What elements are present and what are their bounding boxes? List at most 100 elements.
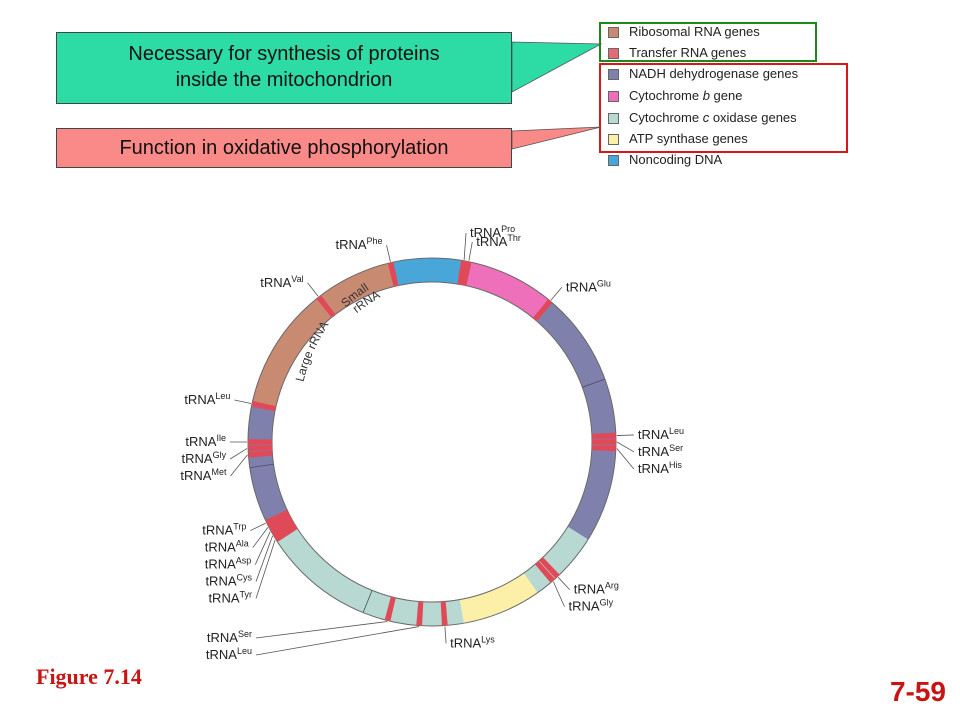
trna-base: tRNA [205,540,236,555]
trna-superscript: His [669,460,682,470]
trna-base: tRNA [260,275,291,290]
trna-label-leu: tRNALeu [206,646,252,662]
trna-leader-line [550,287,563,301]
trna-band [461,261,472,286]
trna-leader-line [553,581,565,607]
trna-band [457,260,467,285]
trna-base: tRNA [638,427,669,442]
page-number: 7-59 [889,676,946,707]
trna-base: tRNA [202,523,233,538]
trna-band [440,601,448,626]
trna-base: tRNA [184,392,215,407]
trna-label-ser: tRNASer [638,443,683,459]
trna-base: tRNA [574,582,605,597]
legend-highlight-red [599,63,848,153]
trna-superscript: Cys [237,573,253,583]
trna-base: tRNA [470,225,501,240]
trna-label-phe: tRNAPhe [335,236,382,252]
trna-superscript: Ala [236,539,249,549]
trna-base: tRNA [566,279,597,294]
trna-leader-line [255,626,420,656]
trna-leader-line [229,448,248,460]
trna-leader-line [386,245,391,262]
trna-label-asp: tRNAAsp [205,556,252,572]
legend-swatch [608,69,619,80]
trna-superscript: Ser [669,443,683,453]
segment-rrna [252,262,397,409]
trna-base: tRNA [450,636,481,651]
trna-base: tRNA [638,461,669,476]
callout-line: inside the mitochondrion [175,69,393,91]
trna-superscript: Glu [597,278,611,288]
trna-leader-line [255,621,388,639]
callout-line: Necessary for synthesis of proteins [128,43,440,65]
callout-line: Function in oxidative phosphorylation [119,137,449,159]
gene-boundary [582,378,606,388]
trna-base: tRNA [208,591,239,606]
legend-highlight-green [599,22,817,62]
trna-leader-line [252,527,269,548]
legend-swatch [608,27,619,38]
trna-label-leu: tRNALeu [184,391,230,407]
trna-label-val: tRNAVal [260,274,303,290]
figure-label: Figure 7.14 [36,664,142,689]
legend-label: Ribosomal RNA genes [629,24,760,39]
trna-band [387,262,399,287]
trna-label-arg: tRNAArg [574,581,619,597]
trna-superscript: Tyr [240,590,253,600]
trna-base: tRNA [207,630,238,645]
trna-superscript: Leu [669,426,684,436]
trna-leader-line [230,454,248,477]
legend-label: Noncoding DNA [629,152,723,167]
trna-leader-line [307,282,319,297]
trna-label-ser: tRNASer [207,629,252,645]
trna-superscript: Val [291,274,303,284]
trna-label-his: tRNAHis [638,460,683,476]
trna-superscript: Pro [501,224,515,234]
trna-base: tRNA [638,444,669,459]
trna-superscript: Asp [236,556,252,566]
trna-band [265,509,290,526]
trna-band [591,445,616,452]
legend-label: ATP synthase genes [629,131,748,146]
trna-base: tRNA [569,599,600,614]
trna-leader-line [463,232,467,260]
trna-label-gly: tRNAGly [182,450,227,466]
trna-band [316,295,336,318]
legend-swatch [608,134,619,145]
trna-base: tRNA [205,574,236,589]
trna-superscript: Gly [600,598,614,608]
trna-label-ala: tRNAAla [205,539,249,555]
trna-superscript: Gly [213,450,227,460]
trna-band [274,524,298,542]
trna-leader-line [616,441,635,453]
trna-superscript: Leu [237,646,252,656]
trna-band [416,601,424,626]
trna-leader-line [557,577,571,591]
trna-leader-line [254,531,271,565]
trna-leader-line [255,539,276,599]
trna-band [539,557,560,579]
trna-superscript: Ile [216,433,226,443]
trna-label-glu: tRNAGlu [566,278,611,294]
legend-swatch [608,91,619,102]
segment-noncoding [390,258,464,287]
callout-protein-synthesis: Necessary for synthesis of proteins insi… [56,32,512,104]
trna-band [384,596,396,622]
segment-atp [459,573,538,624]
trna-superscript: Trp [233,522,246,532]
trna-band [251,400,277,412]
legend-swatch [608,113,619,124]
trna-leader-line [250,522,266,531]
trna-label-trp: tRNATrp [202,522,246,538]
trna-leader-line [255,535,273,582]
trna-base: tRNA [185,434,216,449]
trna-leader-line [616,448,635,470]
trna-label-pro: tRNAPro [470,224,515,240]
trna-superscript: Leu [215,391,230,401]
segment-cox [275,526,464,626]
trna-band [532,299,553,322]
trna-leader-line [468,241,473,261]
trna-band [267,513,292,530]
